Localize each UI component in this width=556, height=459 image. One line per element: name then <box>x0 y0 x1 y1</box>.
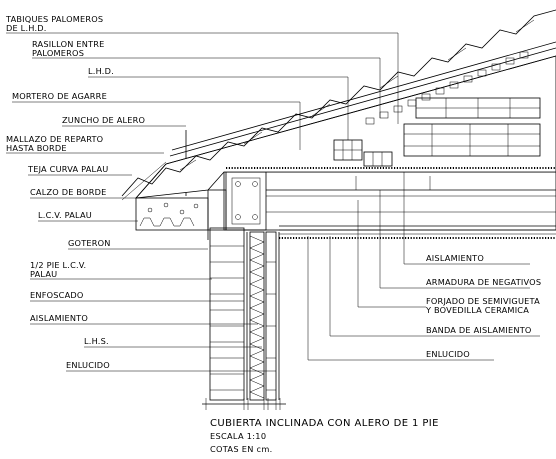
label-banda: BANDA DE AISLAMIENTO <box>426 325 532 335</box>
label-medio-pie-2: PALAU <box>30 269 57 279</box>
label-lcv: L.C.V. PALAU <box>38 210 92 220</box>
roof-tiles <box>121 9 556 201</box>
label-lhs: L.H.S. <box>84 336 109 346</box>
drawing-title: CUBIERTA INCLINADA CON ALERO DE 1 PIE <box>210 418 439 429</box>
right-label-group: AISLAMIENTO ARMADURA DE NEGATIVOS FORJAD… <box>307 170 541 361</box>
label-calzo: CALZO DE BORDE <box>30 187 107 197</box>
slab-outline <box>223 171 556 231</box>
label-lhd: L.H.D. <box>88 66 114 76</box>
title-block: CUBIERTA INCLINADA CON ALERO DE 1 PIE ES… <box>210 418 439 454</box>
brick-courses <box>210 245 244 391</box>
label-forjado: FORJADO DE SEMIVIGUETA <box>426 296 540 306</box>
label-enlucido-right: ENLUCIDO <box>426 349 470 359</box>
label-medio-pie: 1/2 PIE L.C.V. <box>30 260 86 270</box>
left-label-group: TABIQUES PALOMEROS DE L.H.D. RASILLON EN… <box>5 14 398 372</box>
drawing-units: COTAS EN cm. <box>210 444 273 454</box>
label-aislamiento-left: AISLAMIENTO <box>30 313 88 323</box>
label-enfoscado: ENFOSCADO <box>30 290 84 300</box>
label-mallazo-2: HASTA BORDE <box>6 143 67 153</box>
label-rasillon-2: PALOMEROS <box>32 48 84 58</box>
label-forjado-2: Y BOVEDILLA CERAMICA <box>425 305 529 315</box>
wall-insulation <box>249 231 265 401</box>
label-goteron: GOTERON <box>68 238 111 248</box>
slab-forjado <box>223 171 556 235</box>
label-zuncho: ZUNCHO DE ALERO <box>62 115 145 125</box>
label-rasillon: RASILLON ENTRE <box>32 39 105 49</box>
wall-section <box>209 227 280 401</box>
lhs-courses <box>266 261 276 391</box>
label-armadura: ARMADURA DE NEGATIVOS <box>426 277 541 287</box>
facade-brick-wall <box>209 227 245 401</box>
label-mallazo: MALLAZO DE REPARTO <box>6 134 103 144</box>
label-teja: TEJA CURVA PALAU <box>27 164 108 174</box>
zuncho-alero <box>207 189 227 231</box>
palomero-blocks <box>333 51 541 167</box>
label-tabiques-palomeros-2: DE L.H.D. <box>6 23 47 33</box>
dimension-line <box>202 398 286 410</box>
insulation-zigzag <box>249 235 265 399</box>
roof-slope <box>121 9 556 239</box>
label-enlucido-left: ENLUCIDO <box>66 360 110 370</box>
label-tabiques-palomeros: TABIQUES PALOMEROS <box>5 14 103 24</box>
label-aislamiento-right: AISLAMIENTO <box>426 253 484 263</box>
lcv-palau-eave <box>135 197 209 231</box>
label-mortero: MORTERO DE AGARRE <box>12 91 107 101</box>
inner-lhs-wall <box>265 231 277 401</box>
drawing-scale: ESCALA 1:10 <box>210 431 266 441</box>
